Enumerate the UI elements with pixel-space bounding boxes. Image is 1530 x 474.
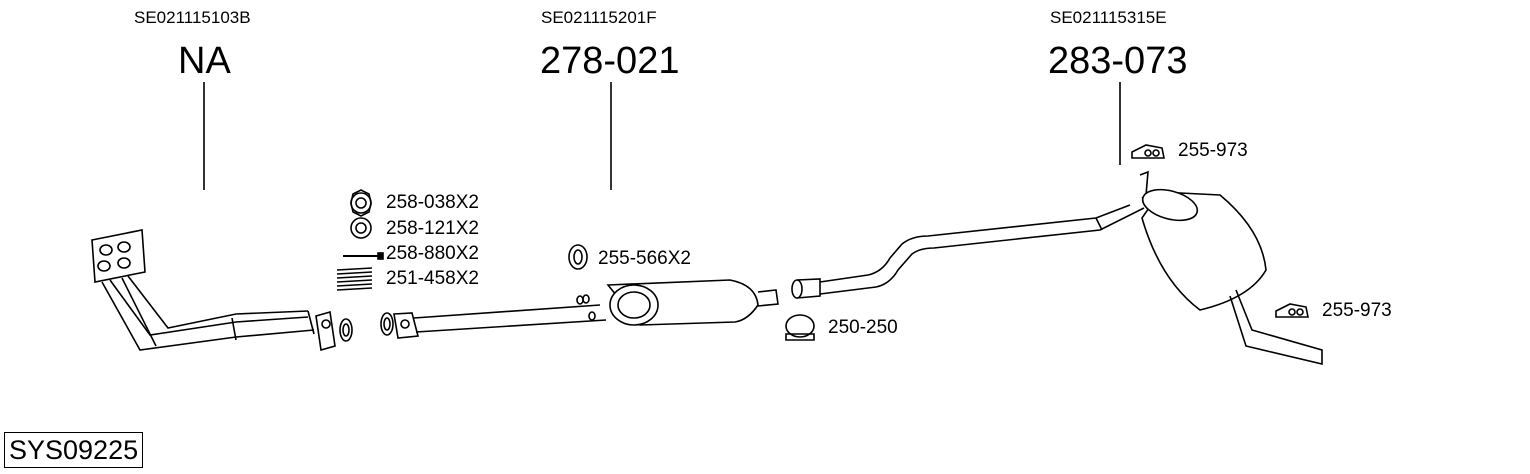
group-number-1: NA [178,40,231,82]
spring-icon [336,267,373,291]
group-code-2: SE021115201F [541,8,657,27]
part-label-bolt: 258-880X2 [386,243,479,264]
nut-icon [350,189,372,217]
hanger-icon-upper [1131,144,1165,159]
gasket-icon [568,244,588,270]
hanger-icon-lower [1275,303,1309,318]
part-label-gasket: 255-566X2 [598,248,691,269]
part-label-hanger-upper: 255-973 [1178,140,1248,161]
middle-silencer [606,279,779,326]
part-label-clamp: 250-250 [828,317,898,338]
part-label-spring: 251-458X2 [386,268,479,289]
part-label-hanger-lower: 255-973 [1322,300,1392,321]
middle-pipe [380,294,607,339]
rear-pipe [791,204,1145,299]
part-label-nut: 258-038X2 [386,192,479,213]
part-label-washer: 258-121X2 [386,218,479,239]
group-code-3: SE021115315E [1050,8,1167,27]
clamp-icon [785,314,815,341]
group-number-3: 283-073 [1048,40,1188,82]
washer-icon [350,217,372,239]
system-code-box: SYS09225 [4,432,144,468]
group-code-1: SE021115103B [134,8,251,27]
front-pipe [91,229,353,352]
rear-silencer [1139,170,1323,366]
group-number-2: 278-021 [540,40,680,82]
bolt-icon [343,252,384,260]
